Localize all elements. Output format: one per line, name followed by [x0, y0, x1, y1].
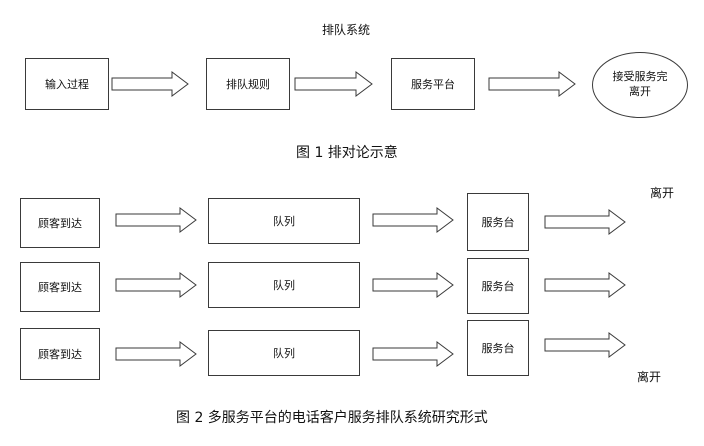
arrow-queue-to-desk-1: [372, 207, 454, 233]
customer-arrival-box-2: 顾客到达: [20, 262, 100, 312]
arrow-platform-to-exit: [488, 71, 576, 97]
arrow-queue-to-desk-3: [372, 341, 454, 367]
fig1-title: 排队系统: [322, 23, 371, 37]
arrow-queue-to-desk-2: [372, 272, 454, 298]
queue-box-3: 队列: [208, 330, 360, 376]
service-desk-box-1: 服务台: [467, 193, 529, 251]
queue-rule-box: 排队规则: [206, 58, 290, 110]
fig2-caption: 图 2 多服务平台的电话客户服务排队系统研究形式: [176, 410, 488, 426]
arrow-desk-to-exit-2: [544, 272, 626, 298]
service-desk-box-2: 服务台: [467, 258, 529, 314]
arrow-desk-to-exit-1: [544, 209, 626, 235]
served-exit-ellipse: 接受服务完 离开: [592, 52, 688, 118]
fig1-caption: 图 1 排对论示意: [296, 145, 398, 161]
customer-arrival-box-3: 顾客到达: [20, 328, 100, 380]
arrow-arrival-to-queue-3: [115, 341, 197, 367]
service-desk-box-3: 服务台: [467, 320, 529, 376]
arrow-input-to-rule: [111, 71, 189, 97]
exit-label-top: 离开: [650, 186, 675, 200]
queue-box-1: 队列: [208, 198, 360, 244]
arrow-arrival-to-queue-1: [115, 207, 197, 233]
arrow-rule-to-platform: [294, 71, 373, 97]
customer-arrival-box-1: 顾客到达: [20, 198, 100, 248]
arrow-arrival-to-queue-2: [115, 272, 197, 298]
exit-label-bottom: 离开: [637, 370, 662, 384]
arrow-desk-to-exit-3: [544, 332, 626, 358]
input-process-box: 输入过程: [25, 58, 109, 110]
service-platform-box: 服务平台: [391, 58, 475, 110]
queue-box-2: 队列: [208, 262, 360, 308]
